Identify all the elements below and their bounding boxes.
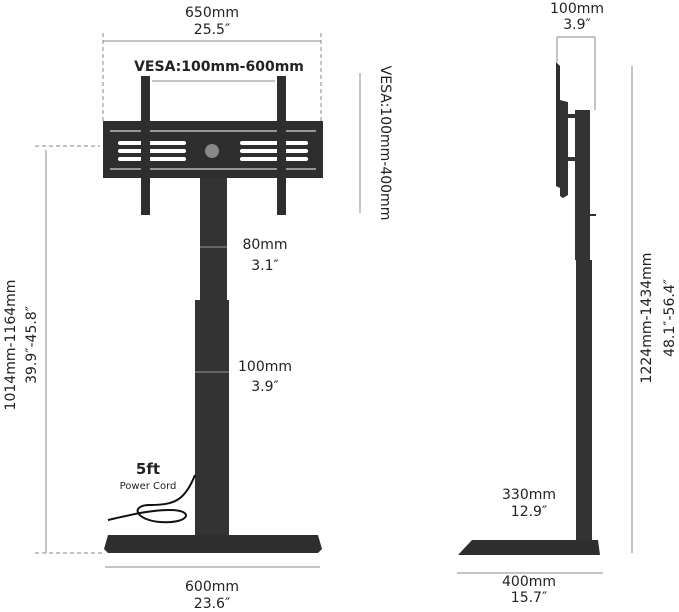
overall-width-mm: 650mm	[185, 5, 239, 21]
vesa-vertical-label: VESA:100mm-400mm	[377, 66, 393, 221]
column	[195, 178, 229, 536]
upper-adjust-in: 3.1″	[251, 258, 279, 274]
base-width-in: 23.6″	[194, 596, 230, 612]
mount-plate	[103, 121, 323, 178]
cord-label: Power Cord	[120, 481, 177, 492]
height-range-mm: 1014mm-1164mm	[3, 280, 19, 411]
side-base	[458, 540, 600, 555]
power-cord-icon	[107, 474, 196, 524]
side-tv-plate	[556, 62, 560, 188]
overall-width-in: 25.5″	[194, 22, 230, 38]
tilt-depth-mm: 100mm	[550, 1, 604, 17]
brand-logo-icon	[205, 144, 219, 158]
side-pole	[566, 110, 596, 543]
lower-adjust-in: 3.9″	[251, 379, 279, 395]
side-dimension-lines	[457, 36, 633, 574]
base-width-mm: 600mm	[185, 579, 239, 595]
side-view: 100mm 3.9″ 1224mm-1434mm 48.1″-56.4″ 330…	[457, 1, 678, 606]
tilt-depth-in: 3.9″	[563, 17, 591, 33]
side-height-mm: 1224mm-1434mm	[639, 253, 655, 384]
pole-offset-in: 12.9″	[511, 504, 547, 520]
upper-adjust-mm: 80mm	[242, 237, 287, 253]
base-depth-in: 15.7″	[511, 590, 547, 606]
lower-adjust-mm: 100mm	[238, 359, 292, 375]
side-tilt-bracket	[560, 100, 568, 198]
base-depth-mm: 400mm	[502, 574, 556, 590]
front-view: 650mm 25.5″ VESA:100mm-600mm VESA:100mm-…	[3, 5, 393, 612]
vesa-horizontal-label: VESA:100mm-600mm	[134, 59, 304, 75]
height-range-in: 39.9″-45.8″	[24, 306, 40, 384]
front-base	[104, 535, 322, 553]
pole-offset-mm: 330mm	[502, 487, 556, 503]
front-dimension-lines	[35, 33, 361, 568]
cord-length: 5ft	[136, 460, 160, 478]
side-height-in: 48.1″-56.4″	[662, 279, 678, 357]
vesa-brackets	[141, 76, 286, 215]
